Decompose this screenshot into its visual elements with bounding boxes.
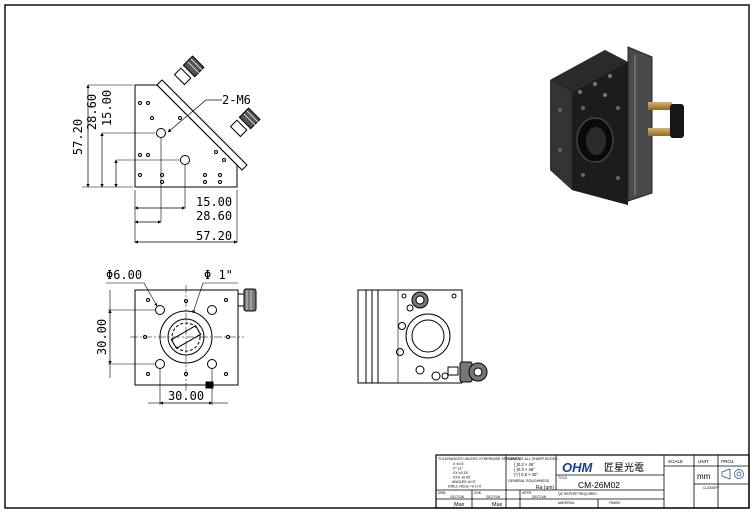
- dim-width-inner: 15.00: [196, 195, 232, 209]
- company-logo: OHM: [562, 460, 594, 475]
- material-label: MATERIAL: [558, 501, 575, 505]
- dim-pitch-h: 30.00: [168, 389, 204, 403]
- company-name: 匠星光電: [604, 461, 644, 474]
- finish-label: FINISH: [609, 501, 621, 505]
- top-view-outline: [134, 289, 239, 386]
- tol-row-2: .X° ±1°: [452, 467, 464, 471]
- checked-date: 2017/1/6: [486, 495, 500, 499]
- edge-note-title: REMOVE ALL SHARP EDGES: [508, 457, 558, 461]
- sheet-border: [4, 4, 750, 509]
- title-block: [435, 454, 750, 509]
- proj-label: PROJ.: [721, 459, 735, 464]
- tol-row-3: .XX ±0.15: [452, 471, 468, 475]
- dim-width-total: 57.20: [196, 229, 232, 243]
- part-number: CM-26M02: [578, 480, 620, 490]
- classify-label: CLASSIFY: [703, 486, 720, 490]
- projection-symbol-icon: [721, 468, 744, 480]
- dim-hole-dia: Φ6.00: [106, 268, 142, 282]
- qc-label: QC REPORT REQUIRED: [558, 492, 597, 496]
- drawn-date: 2017/1/6: [450, 495, 464, 499]
- drawn-label: DRN.: [438, 491, 446, 495]
- drawn-name: Max: [454, 502, 465, 508]
- front-view: [82, 55, 261, 244]
- edge-note-3: (▽) 0.5 × 45°: [514, 472, 538, 477]
- scale-label: SCALE: [668, 459, 683, 464]
- tol-row-4: .XXX ±0.05: [452, 476, 470, 480]
- dim-height-mid: 28.60: [85, 94, 99, 130]
- edge-note-2: ( )0.3 × 45°: [514, 467, 535, 472]
- side-view: [357, 289, 488, 384]
- roughness-label: GENERAL ROUGHNESS: [508, 479, 550, 483]
- knob-render: [670, 104, 684, 138]
- roughness-unit: Ra (um): [536, 485, 554, 491]
- tolerances-title: TOLERANCES UNLESS OTHERWISE SPECIFIED: [438, 457, 521, 461]
- unit-value: mm: [697, 472, 711, 481]
- dim-pitch-v: 30.00: [95, 319, 109, 355]
- mirror-plate: [156, 79, 248, 171]
- dim-width-mid: 28.60: [196, 209, 232, 223]
- unit-label: UNIT: [698, 459, 709, 464]
- adjuster-upper: [173, 55, 205, 86]
- thread-callout: 2-M6: [222, 93, 251, 107]
- checked-name: Max: [492, 502, 503, 508]
- dim-height-inner: 15.00: [100, 90, 114, 126]
- tol-row-5: ANGLES ±0.5°: [452, 480, 477, 484]
- tol-row-1: .X ±0.5: [452, 462, 463, 466]
- dim-bore-dia: Φ 1": [204, 268, 233, 282]
- svg-text:OHM: OHM: [562, 460, 594, 475]
- approved-date: 2017/1/6: [532, 495, 546, 499]
- checked-label: CHK.: [474, 491, 482, 495]
- edge-note-1: ( )0.2 × 45°: [514, 462, 535, 467]
- top-view: [106, 282, 257, 405]
- approved-label: APPD.: [522, 491, 532, 495]
- dim-height-total: 57.20: [71, 119, 85, 155]
- adjuster-lower: [229, 107, 261, 138]
- tol-row-6: DRILL HOLE +0.1/-0: [448, 485, 481, 489]
- thread-leader: [167, 99, 207, 133]
- title-label: TITLE: [558, 476, 568, 480]
- front-view-outline: [134, 84, 238, 188]
- isometric-render: [550, 46, 684, 205]
- mirror-plate-render: [627, 46, 653, 202]
